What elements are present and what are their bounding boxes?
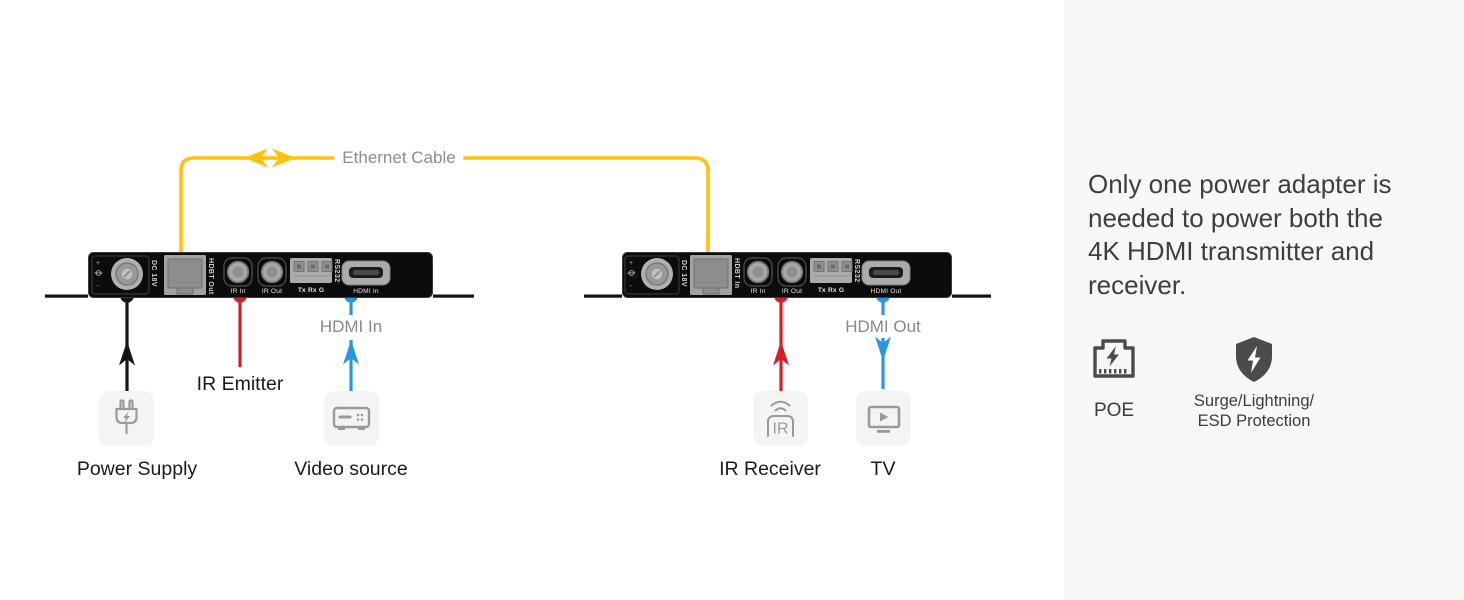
- dc-label: DC 18V: [150, 260, 157, 287]
- hdmi-in-cable-label: HDMI In: [314, 317, 388, 337]
- polarity-plus: +: [629, 260, 633, 267]
- polarity-minus: -: [97, 283, 100, 290]
- hdbt-label: HDBT In: [733, 258, 740, 288]
- ir-out-port-label: IR Out: [782, 288, 802, 295]
- hdmi-port: [861, 260, 911, 286]
- surge-protection-label: Surge/Lightning/ ESD Protection: [1194, 391, 1314, 431]
- poe-label: POE: [1093, 400, 1135, 421]
- description-line: receiver.: [1088, 269, 1187, 300]
- description-line: needed to power both the: [1088, 202, 1383, 233]
- surge-protection-label-line1: Surge/Lightning/: [1193, 392, 1315, 410]
- rs232-label: RS232: [333, 259, 340, 282]
- ir-in-port: [743, 257, 773, 287]
- video-source-icon: [332, 406, 371, 430]
- receiver-device: + - DC 18V HDBT In IR In IR Out: [622, 252, 952, 298]
- ir-in-port-label: IR In: [751, 288, 766, 295]
- rs232-port: [290, 258, 333, 283]
- video-source-label: Video source: [294, 458, 408, 480]
- ir-receiver-arrowhead-up: [773, 341, 789, 366]
- hdbt-port: [164, 255, 206, 295]
- hdbt-label: HDBT Out: [207, 258, 214, 295]
- ir-receiver-tile: IR: [753, 391, 808, 446]
- hdmi-out-arrowhead-down: [875, 336, 891, 361]
- hdmi-port-label: HDMI Out: [871, 288, 902, 295]
- surge-protection-label-line2: ESD Protection: [1197, 412, 1311, 430]
- transmitter-device: + - DC 18V HDBT Out IR In: [88, 252, 433, 298]
- svg-text:IR: IR: [773, 421, 789, 438]
- mount-ear: [433, 294, 474, 298]
- ir-out-port-label: IR Out: [262, 288, 282, 295]
- mount-ear: [584, 294, 622, 298]
- hdmi-out-cable-label: HDMI Out: [840, 317, 926, 337]
- rs232-pins-label: Tx Rx G: [298, 287, 324, 294]
- mount-ear: [952, 294, 991, 298]
- power-supply-label: Power Supply: [76, 458, 198, 480]
- power-arrowhead-up: [119, 341, 135, 366]
- panel-description: Only one power adapter is needed to powe…: [1088, 168, 1438, 302]
- video-source-tile: [324, 391, 379, 446]
- tv-icon: [867, 405, 901, 433]
- ir-in-port: [223, 257, 253, 287]
- polarity-minus: -: [630, 283, 633, 290]
- hdmi-port: [341, 260, 391, 286]
- rs232-port: [810, 258, 853, 283]
- ethernet-arrowhead-left: [244, 148, 268, 168]
- mount-ear: [45, 294, 88, 298]
- tv-tile: [856, 391, 911, 446]
- hdmi-in-arrowhead-up: [343, 340, 359, 365]
- ir-receiver-label: IR Receiver: [719, 458, 821, 480]
- hdmi-port-label: HDMI In: [353, 288, 379, 295]
- surge-protection-shield-icon: [1236, 337, 1272, 382]
- ethernet-cable-line: [179, 156, 710, 265]
- hdbt-port: [690, 255, 732, 295]
- ethernet-cable-label: Ethernet Cable: [334, 148, 464, 168]
- power-plug-icon: [115, 399, 138, 435]
- poe-icon: [1093, 339, 1135, 378]
- info-panel: Only one power adapter is needed to powe…: [1064, 0, 1464, 600]
- dc-jack-port: [641, 258, 673, 290]
- ethernet-arrowhead-right: [272, 148, 296, 168]
- ir-in-port-label: IR In: [231, 288, 246, 295]
- ir-receiver-icon: IR: [767, 400, 794, 438]
- description-line: Only one power adapter is: [1088, 169, 1392, 199]
- ir-out-port: [257, 257, 287, 287]
- connection-lines: [45, 148, 991, 391]
- power-supply-tile: [99, 391, 154, 446]
- ir-out-port: [777, 257, 807, 287]
- dc-jack-port: [111, 258, 143, 290]
- tv-label: TV: [870, 458, 896, 480]
- description-line: 4K HDMI transmitter and: [1088, 236, 1375, 266]
- polarity-plus: +: [96, 260, 100, 267]
- rs232-label: RS232: [853, 259, 860, 282]
- rs232-pins-label: Tx Rx G: [818, 287, 844, 294]
- ir-emitter-label: IR Emitter: [196, 373, 284, 395]
- dc-label: DC 18V: [680, 260, 687, 287]
